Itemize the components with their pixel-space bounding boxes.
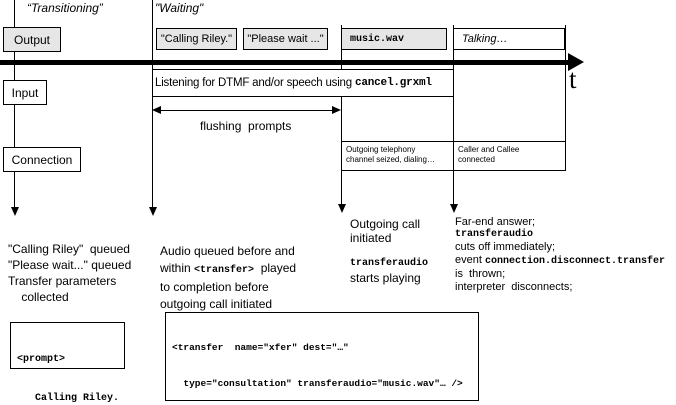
- queued-note: "Calling Riley" queued "Please wait..." …: [8, 241, 131, 305]
- listening-box: Listening for DTMF and/or speech using c…: [152, 69, 454, 97]
- arrow-down-icon: [450, 204, 458, 213]
- transferaudio-code: transferaudio: [455, 228, 534, 240]
- outgoing-call-note: Outgoing call initiated transferaudio st…: [350, 217, 428, 285]
- transfer-code-box: <transfer name="xfer" dest="…" type="con…: [165, 312, 479, 401]
- caller-callee-line2: connected: [458, 155, 495, 164]
- arrow-down-icon: [149, 207, 157, 216]
- event-line-far-end-answer: [453, 25, 454, 204]
- phase-transitioning-label: “Transitioning”: [27, 1, 103, 15]
- cancel-grxml-code: cancel.grxml: [354, 77, 432, 89]
- far-end-line3: event connection.disconnect.transfer: [455, 253, 665, 267]
- queued-line: "Please wait..." queued: [8, 258, 132, 272]
- far-end-line1: Far-end answer;: [455, 216, 536, 228]
- outgoing-telephony-line2: channel seized, dialing…: [346, 155, 435, 164]
- arrow-right-icon: [332, 106, 341, 114]
- far-end-note: Far-end answer; transferaudio cuts off i…: [455, 216, 665, 293]
- disconnect-event-code: connection.disconnect.transfer: [484, 255, 665, 267]
- event-line-outgoing-call: [341, 25, 342, 204]
- outgoing-telephony-line1: Outgoing telephony: [346, 145, 416, 154]
- spacer: [350, 245, 428, 257]
- audio-note-line4: outgoing call initiated: [160, 297, 273, 311]
- phase-waiting-label: "Waiting": [155, 1, 204, 15]
- outgoing-call-line3: starts playing: [350, 271, 421, 285]
- far-end-line4: is thrown;: [455, 268, 506, 280]
- outgoing-call-line1: Outgoing call: [350, 217, 421, 231]
- audio-note-line2: within <transfer> played: [160, 261, 297, 276]
- time-axis: [0, 60, 570, 65]
- music-wav-box: music.wav: [341, 28, 447, 50]
- queued-line: collected: [8, 290, 69, 304]
- code-line: type="consultation" transferaudio="music…: [172, 378, 463, 390]
- arrow-down-icon: [11, 207, 19, 216]
- queued-line: "Calling Riley" queued: [8, 242, 130, 256]
- lane-output-label: Output: [3, 27, 61, 52]
- flushing-prompts-label: flushing prompts: [200, 119, 292, 133]
- prompt-calling-riley-box: "Calling Riley.": [156, 28, 237, 50]
- event-line-disconnect: [565, 25, 566, 171]
- transferaudio-code: transferaudio: [350, 258, 429, 269]
- far-end-line5: interpreter disconnects;: [455, 280, 573, 293]
- outgoing-call-line2: initiated: [350, 231, 392, 245]
- caller-callee-box: Caller and Callee connected: [453, 141, 566, 171]
- time-axis-label: t: [569, 64, 577, 94]
- time-axis-arrowhead-icon: [568, 53, 584, 71]
- flushing-prompts-arrow: [156, 110, 338, 111]
- arrow-down-icon: [338, 204, 346, 213]
- audio-queued-note: Audio queued before and within <transfer…: [160, 243, 296, 313]
- outgoing-telephony-box: Outgoing telephony channel seized, diali…: [341, 141, 454, 171]
- code-line: Calling Riley.: [17, 393, 120, 404]
- transfer-tag-code: <transfer>: [194, 265, 255, 276]
- lane-input-label: Input: [3, 80, 47, 105]
- lane-connection-label: Connection: [3, 147, 81, 172]
- queued-line: Transfer parameters: [8, 274, 117, 288]
- prompt-please-wait-box: "Please wait ...": [243, 28, 328, 50]
- code-line: <transfer name="xfer" dest="…": [172, 341, 349, 353]
- prompt-code-box: <prompt> Calling Riley. </prompt>: [10, 322, 125, 404]
- talking-box: Talking…: [453, 28, 565, 50]
- event-line-waiting: [152, 0, 153, 207]
- audio-note-line3: to completion before: [160, 280, 269, 294]
- audio-note-line1: Audio queued before and: [160, 244, 295, 258]
- listening-text: Listening for DTMF and/or speech using: [155, 77, 355, 89]
- code-line: <prompt>: [17, 354, 66, 365]
- far-end-line2: cuts off immediately;: [455, 241, 556, 253]
- caller-callee-line1: Caller and Callee: [458, 145, 520, 154]
- arrow-left-icon: [152, 106, 161, 114]
